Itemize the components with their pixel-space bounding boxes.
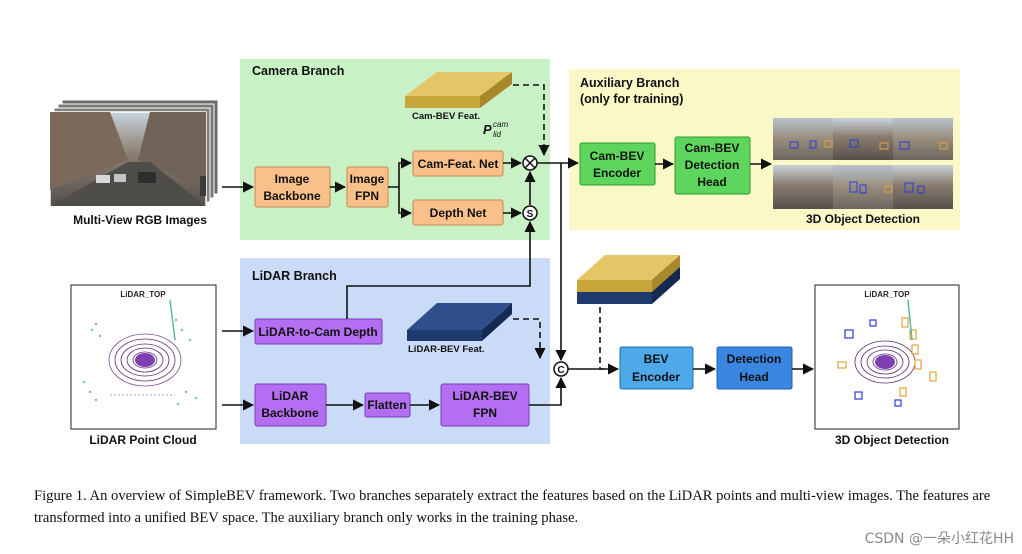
cam-bev-detection-head-box: Cam-BEV Detection Head xyxy=(674,136,751,195)
lidar-top-label-output: LiDAR_TOP xyxy=(864,290,910,299)
figure-caption: Figure 1. An overview of SimpleBEV frame… xyxy=(34,488,991,526)
lidar-point-cloud-panel xyxy=(70,284,217,430)
svg-text:P: P xyxy=(483,122,492,137)
multi-view-images-label: Multi-View RGB Images xyxy=(73,213,207,227)
image-fpn-box: Image FPN xyxy=(346,166,389,208)
detection-head-box: Detection Head xyxy=(716,346,793,390)
bev-encoder-box: BEV Encoder xyxy=(619,346,694,390)
svg-text:lid: lid xyxy=(493,130,502,139)
auxiliary-branch-note: (only for training) xyxy=(580,92,683,106)
depth-net-box: Depth Net xyxy=(412,199,504,226)
aux-detection-image-grid xyxy=(773,118,953,209)
lidar-bev-fpn-label-1: LiDAR-BEV xyxy=(452,389,517,403)
aux-3d-detection-label: 3D Object Detection xyxy=(806,212,920,226)
multiply-operator xyxy=(522,155,538,171)
flatten-label: Flatten xyxy=(367,398,406,412)
auxiliary-branch-label: Auxiliary Branch xyxy=(580,76,679,90)
flatten-box: Flatten xyxy=(364,392,411,418)
camera-branch-label: Camera Branch xyxy=(252,64,344,78)
cam-bev-encoder-box: Cam-BEV Encoder xyxy=(579,142,656,186)
depth-net-label: Depth Net xyxy=(430,206,487,220)
image-backbone-label-2: Backbone xyxy=(263,189,321,203)
cam-bev-feature-slab xyxy=(405,72,512,108)
main-3d-detection-label: 3D Object Detection xyxy=(835,433,949,447)
lidar-bev-feature-slab xyxy=(407,303,512,341)
svg-text:cam: cam xyxy=(493,120,508,129)
svg-text:C: C xyxy=(557,365,564,376)
detection-head-label-1: Detection xyxy=(727,352,782,366)
cam-bev-encoder-label-2: Encoder xyxy=(593,166,641,180)
lidar-point-cloud-label: LiDAR Point Cloud xyxy=(89,433,196,447)
image-backbone-label-1: Image xyxy=(275,172,310,186)
lidar-backbone-label-2: Backbone xyxy=(261,406,319,420)
splat-operator: S xyxy=(522,205,538,221)
svg-text:S: S xyxy=(527,209,534,220)
image-fpn-label-2: FPN xyxy=(355,189,379,203)
lidar-branch-label: LiDAR Branch xyxy=(252,269,337,283)
lidar-bev-fpn-label-2: FPN xyxy=(473,406,497,420)
detection-head-label-2: Head xyxy=(739,370,768,384)
cam-feat-net-label: Cam-Feat. Net xyxy=(418,157,499,171)
output-lidar-detection-panel xyxy=(814,284,960,430)
image-backbone-box: Image Backbone xyxy=(254,166,331,208)
fused-bev-feature-slab xyxy=(577,255,680,304)
bev-encoder-label-2: Encoder xyxy=(632,370,680,384)
watermark: CSDN @一朵小红花HH xyxy=(864,531,1014,547)
lidar-bev-fpn-box: LiDAR-BEV FPN xyxy=(440,383,530,427)
image-fpn-label-1: Image xyxy=(350,172,385,186)
connectors xyxy=(222,84,815,411)
cam-feat-net-box: Cam-Feat. Net xyxy=(412,150,504,177)
bev-encoder-label-1: BEV xyxy=(644,352,669,366)
lidar-to-cam-depth-box: LiDAR-to-Cam Depth xyxy=(254,318,383,345)
lidar-to-cam-depth-label: LiDAR-to-Cam Depth xyxy=(258,325,377,339)
cam-bev-head-label-2: Detection xyxy=(685,158,740,172)
simplebev-diagram: Camera Branch Auxiliary Branch (only for… xyxy=(49,59,960,447)
lidar-backbone-label-1: LiDAR xyxy=(272,389,309,403)
lidar-bev-feat-label: LiDAR-BEV Feat. xyxy=(408,344,485,355)
projection-symbol: P cam lid xyxy=(483,120,508,139)
multi-view-image-stack xyxy=(49,99,219,207)
lidar-backbone-box: LiDAR Backbone xyxy=(254,383,327,427)
concat-operator: C xyxy=(553,361,569,377)
cam-bev-feat-label: Cam-BEV Feat. xyxy=(412,111,480,122)
cam-bev-head-label-1: Cam-BEV xyxy=(685,141,740,155)
cam-bev-encoder-label-1: Cam-BEV xyxy=(590,149,645,163)
lidar-top-label-input: LiDAR_TOP xyxy=(120,290,166,299)
cam-bev-head-label-3: Head xyxy=(697,175,726,189)
